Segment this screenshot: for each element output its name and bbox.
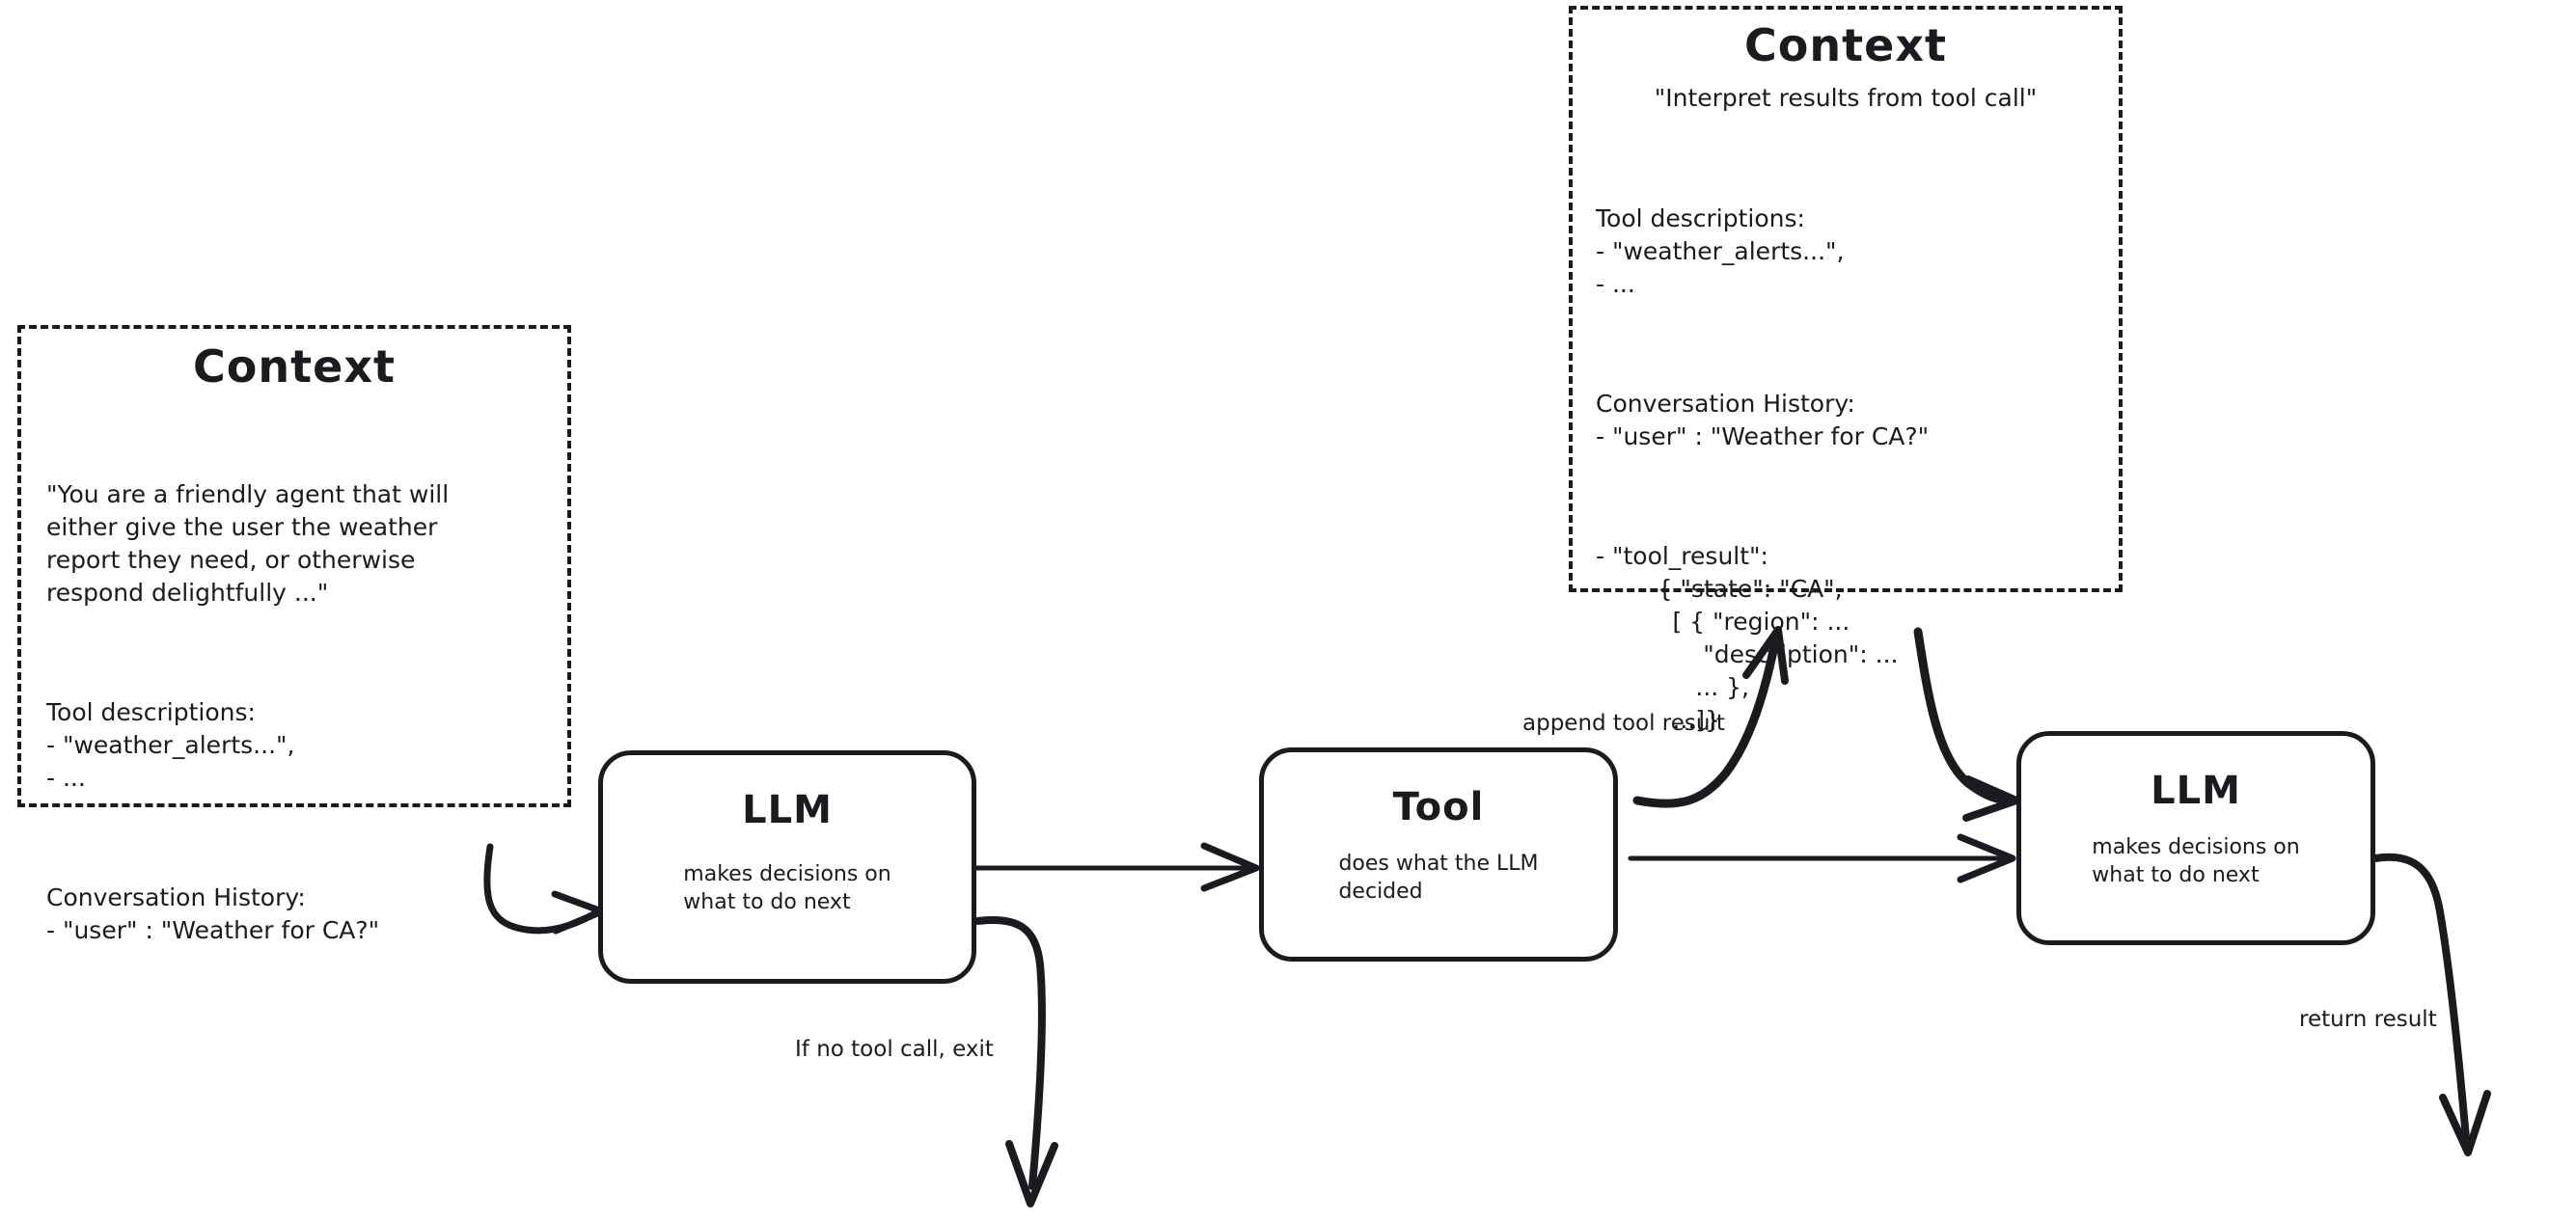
context-right-lead: "Interpret results from tool call" xyxy=(1654,83,2038,112)
context-left-system-prompt: "You are a friendly agent that will eith… xyxy=(46,479,450,607)
context-left-conversation-history: Conversation History: - "user" : "Weathe… xyxy=(46,882,380,944)
edge-tool-to-llm2 xyxy=(1628,833,2016,883)
context-right-tool-result: - "tool_result": { "state": "CA", [ { "r… xyxy=(1596,541,1899,734)
context-right-tool-descriptions: Tool descriptions: - "weather_alerts..."… xyxy=(1596,204,1845,298)
node-llm-second-subtitle: makes decisions on what to do next xyxy=(2092,835,2300,887)
context-left-body: "You are a friendly agent that will eith… xyxy=(46,413,542,1013)
context-box-after-tool: Context "Interpret results from tool cal… xyxy=(1569,6,2123,734)
context-left-tool-descriptions: Tool descriptions: - "weather_alerts..."… xyxy=(46,697,295,792)
context-box-initial: Context "You are a friendly agent that w… xyxy=(17,325,571,944)
node-llm-second-title: LLM xyxy=(2151,769,2241,813)
node-llm-first-subtitle: makes decisions on what to do next xyxy=(683,862,891,914)
edge-label-append-tool-result: append tool result xyxy=(1522,711,1725,736)
node-tool-subtitle: does what the LLM decided xyxy=(1338,852,1539,904)
context-right-title: Context xyxy=(1744,19,1947,71)
edge-llm1-to-tool xyxy=(973,842,1260,892)
node-llm-first[interactable]: LLM makes decisions on what to do next xyxy=(598,750,976,984)
node-tool[interactable]: Tool does what the LLM decided xyxy=(1259,747,1618,962)
node-llm-second[interactable]: LLM makes decisions on what to do next xyxy=(2016,731,2375,945)
edge-llm2-return xyxy=(2371,853,2491,1156)
node-llm-first-title: LLM xyxy=(742,788,833,832)
context-left-title: Context xyxy=(193,340,396,393)
context-right-conversation-history: Conversation History: - "user" : "Weathe… xyxy=(1596,389,1930,450)
edge-label-if-no-tool-call-exit: If no tool call, exit xyxy=(795,1037,994,1062)
context-right-body: Tool descriptions: - "weather_alerts..."… xyxy=(1596,137,2096,802)
edge-label-return-result: return result xyxy=(2299,1007,2437,1032)
node-tool-title: Tool xyxy=(1392,785,1485,829)
